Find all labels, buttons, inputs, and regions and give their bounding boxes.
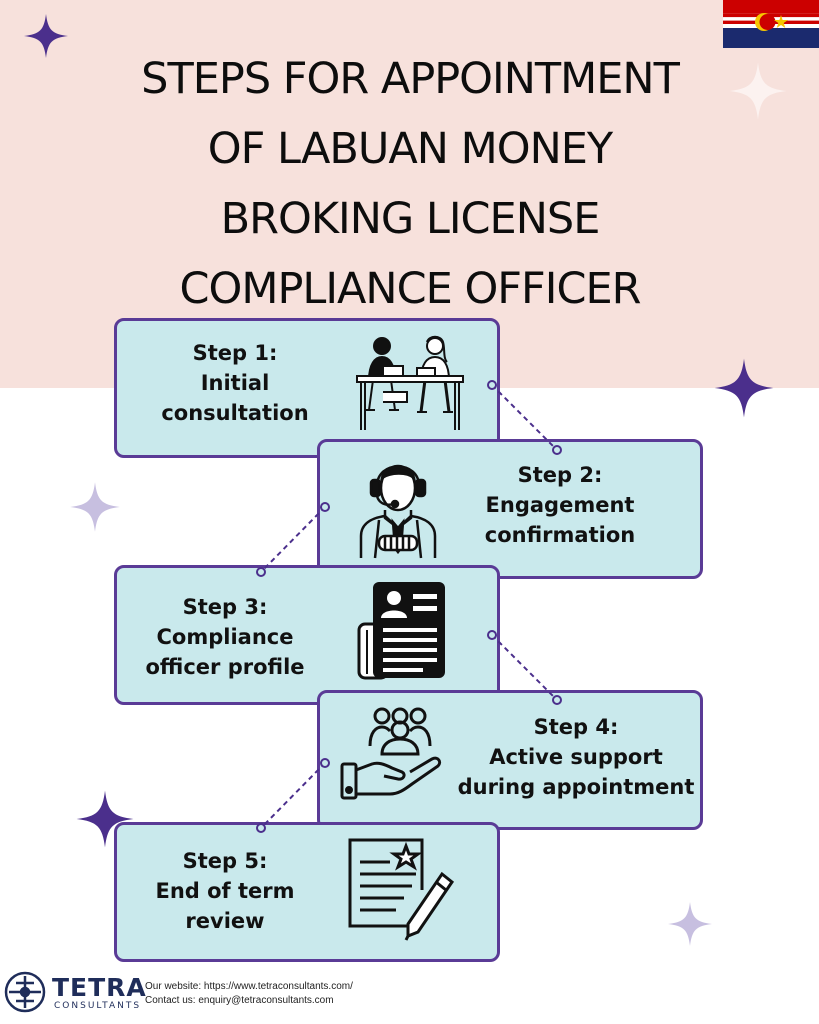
step-4-number: Step 4: (533, 715, 619, 739)
sparkle-icon (70, 482, 120, 532)
step-2-label: Step 2: Engagement confirmation (460, 460, 660, 550)
helping-hand-group-icon (340, 707, 442, 800)
support-agent-icon (359, 464, 437, 559)
title-line: BROKING LICENSE (220, 194, 601, 244)
step-4-label: Step 4: Active support during appointmen… (450, 712, 702, 802)
step-2-line: Engagement (485, 493, 635, 517)
step-1-line: consultation (161, 401, 309, 425)
page-title: STEPS FOR APPOINTMENT OF LABUAN MONEY BR… (60, 44, 760, 324)
brand-subtitle: CONSULTANTS (54, 1001, 142, 1011)
sparkle-icon (24, 14, 68, 58)
title-line: OF LABUAN MONEY (207, 124, 613, 174)
contact-email[interactable]: Contact us: enquiry@tetraconsultants.com (145, 995, 334, 1006)
sparkle-icon (76, 790, 134, 848)
step-4-box (317, 690, 703, 830)
title-line: STEPS FOR APPOINTMENT (141, 54, 680, 104)
step-4-line: during appointment (457, 775, 695, 799)
sparkle-icon (714, 358, 774, 418)
sparkle-icon (729, 62, 787, 120)
step-5-line: End of term (155, 879, 295, 903)
step-3-line: Compliance (156, 625, 294, 649)
step-2-line: confirmation (484, 523, 636, 547)
step-3-label: Step 3: Compliance officer profile (130, 592, 320, 682)
step-5-number: Step 5: (182, 849, 268, 873)
sparkle-icon (668, 902, 712, 946)
profile-document-icon (357, 582, 445, 680)
meeting-people-icon (356, 335, 464, 430)
step-3-line: officer profile (145, 655, 305, 679)
step-1-label: Step 1: Initial consultation (140, 338, 330, 428)
step-5-label: Step 5: End of term review (130, 846, 320, 936)
website-link[interactable]: Our website: https://www.tetraconsultant… (145, 981, 353, 992)
tetra-logo-icon (4, 971, 46, 1013)
step-4-line: Active support (489, 745, 663, 769)
review-document-icon (348, 838, 455, 941)
malaysia-flag-icon (723, 0, 819, 48)
step-1-number: Step 1: (192, 341, 278, 365)
step-2-box (317, 439, 703, 579)
title-line: COMPLIANCE OFFICER (179, 264, 641, 314)
step-5-line: review (185, 909, 265, 933)
step-3-number: Step 3: (182, 595, 268, 619)
step-1-line: Initial (200, 371, 270, 395)
brand-name: TETRA (52, 973, 147, 1002)
step-2-number: Step 2: (517, 463, 603, 487)
